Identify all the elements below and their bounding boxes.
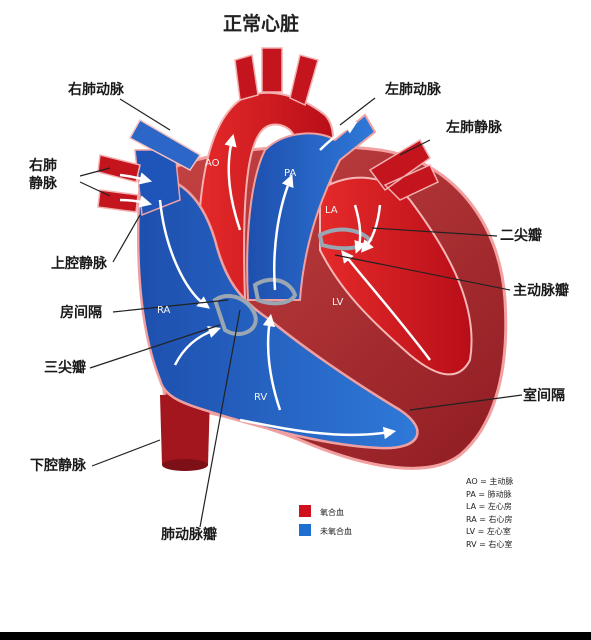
label-ventricular-septum: 室间隔 xyxy=(523,388,565,404)
label-mitral-valve: 二尖瓣 xyxy=(500,228,542,244)
diagram-title: 正常心脏 xyxy=(223,9,299,36)
legend-deoxygenated-swatch xyxy=(299,524,311,536)
abbr-la: LA = 左心房 xyxy=(466,501,513,514)
chamber-ao: AO xyxy=(205,158,220,169)
label-right-pulmonary-artery: 右肺动脉 xyxy=(68,82,124,98)
label-inferior-vena-cava: 下腔静脉 xyxy=(30,458,86,474)
chamber-ra: RA xyxy=(157,305,170,316)
label-tricuspid-valve: 三尖瓣 xyxy=(44,360,86,376)
abbr-rv: RV = 右心室 xyxy=(466,539,513,552)
legend-oxygenated-text: 氧合血 xyxy=(320,507,344,518)
abbr-ra: RA = 右心房 xyxy=(466,514,513,527)
label-left-pulmonary-vein: 左肺静脉 xyxy=(446,120,502,136)
abbr-ao: AO = 主动脉 xyxy=(466,476,513,489)
label-right-pulmonary-vein-line2: 静脉 xyxy=(29,176,57,192)
abbr-pa: PA = 肺动脉 xyxy=(466,489,513,502)
legend-oxygenated-swatch xyxy=(299,505,311,517)
label-superior-vena-cava: 上腔静脉 xyxy=(51,256,107,272)
ivc-opening xyxy=(162,459,208,471)
label-pulmonary-valve: 肺动脉瓣 xyxy=(161,527,217,543)
chamber-rv: RV xyxy=(254,392,267,403)
label-aortic-valve: 主动脉瓣 xyxy=(513,283,569,299)
right-pulmonary-vein-vessel xyxy=(98,155,140,212)
legend-deoxygenated-text: 未氧合血 xyxy=(320,526,352,537)
abbr-lv: LV = 左心室 xyxy=(466,526,513,539)
chamber-lv: LV xyxy=(332,297,343,308)
chamber-la: LA xyxy=(325,205,338,216)
label-atrial-septum: 房间隔 xyxy=(60,305,102,321)
label-left-pulmonary-artery: 左肺动脉 xyxy=(385,82,441,98)
label-right-pulmonary-vein-line1: 右肺 xyxy=(29,158,57,174)
bottom-border-bar xyxy=(0,632,591,640)
chamber-pa: PA xyxy=(284,168,296,179)
abbreviation-key: AO = 主动脉 PA = 肺动脉 LA = 左心房 RA = 右心房 LV =… xyxy=(466,476,513,551)
